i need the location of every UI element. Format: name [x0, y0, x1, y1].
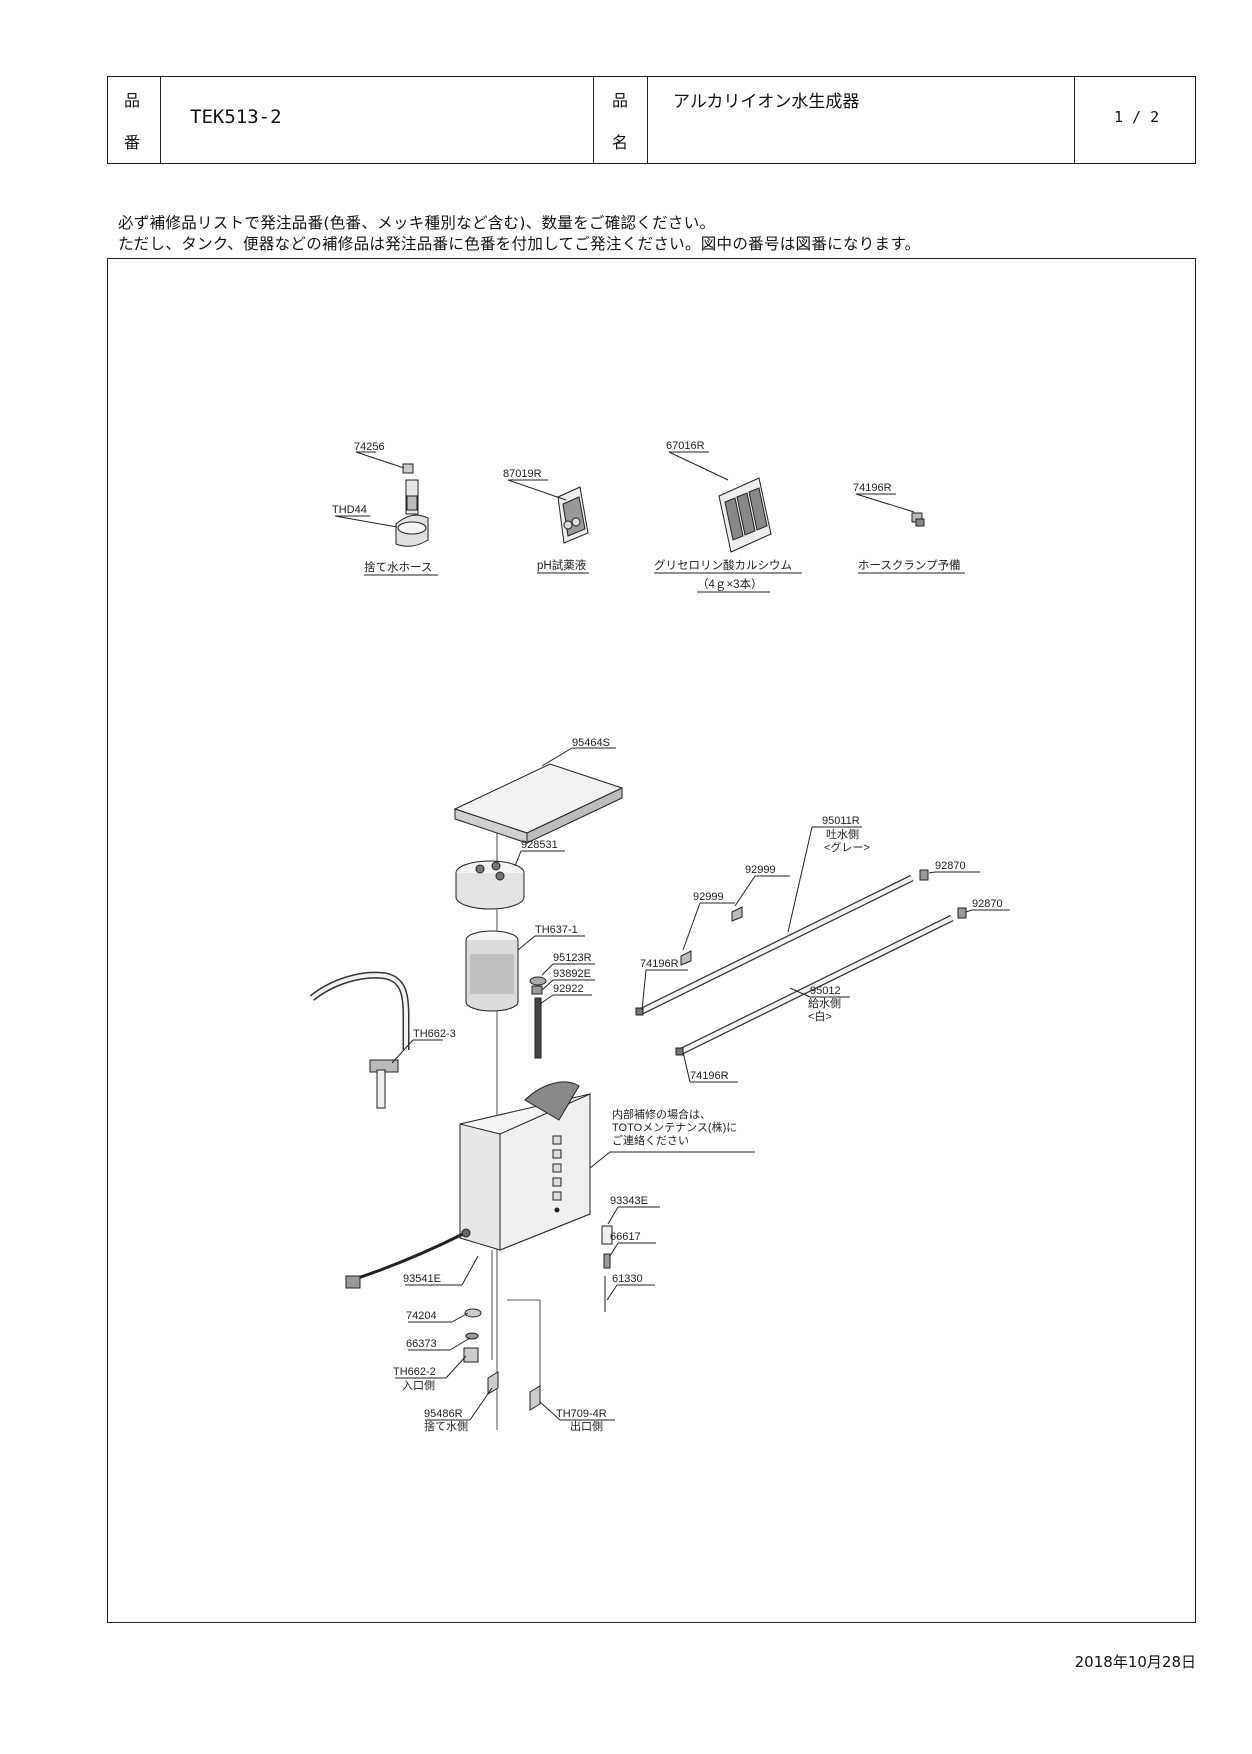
cartridge-drawing — [465, 930, 519, 1012]
part-label: 95012 — [810, 985, 841, 997]
title-block: 品 番 TEK513-2 品 名 アルカリイオン水生成器 1 / 2 — [107, 76, 1196, 164]
caption-internal-repair: ご連絡ください — [612, 1133, 689, 1147]
caption-waste-hose: 捨て水ホース — [364, 560, 432, 574]
caption-gray: <グレー> — [824, 840, 870, 854]
caption-calcium: グリセロリン酸カルシウム — [654, 558, 792, 572]
part-label: TH662-2 — [393, 1366, 436, 1378]
power-cord-drawing — [345, 1228, 471, 1289]
part-label: 95011R — [822, 815, 860, 827]
part-label: 92999 — [745, 864, 776, 876]
part-label: 92999 — [693, 891, 724, 903]
part-label: 87019R — [503, 468, 542, 480]
divider — [647, 77, 648, 163]
hose-clamp-drawing — [911, 512, 925, 527]
caption-waste-side: 捨て水側 — [424, 1419, 468, 1433]
ph-reagent-drawing — [557, 486, 589, 544]
caption-ph-reagent: pH試薬液 — [537, 558, 587, 572]
caption-calcium-qty: （4ｇ×3本） — [697, 577, 763, 591]
part-label: 67016R — [666, 440, 705, 452]
part-label: 93541E — [403, 1273, 441, 1285]
product-name: アルカリイオン水生成器 — [673, 92, 860, 112]
waste-hose-drawing — [395, 463, 429, 547]
calcium-tablet-drawing — [718, 477, 772, 553]
part-label: 74204 — [406, 1310, 437, 1322]
top-lid-drawing — [453, 763, 624, 844]
part-label: TH662-3 — [413, 1028, 456, 1040]
hose-pair-drawing — [635, 869, 967, 1056]
faucet-drawing — [309, 971, 410, 1109]
name-label: 名 — [612, 133, 629, 152]
part-label: 74196R — [853, 482, 892, 494]
part-no-label: 番 — [124, 133, 141, 152]
part-label: 92922 — [553, 983, 584, 995]
notice-line-2: ただし、タンク、便器などの補修品は発注品番に色番を付加してご発注ください。図中の… — [118, 235, 921, 253]
divider — [1074, 77, 1075, 163]
part-label: TH637-1 — [535, 924, 578, 936]
part-label: 95486R — [424, 1408, 463, 1420]
page-number: 1 / 2 — [1114, 108, 1160, 126]
part-label: TH709-4R — [556, 1408, 607, 1420]
valve-stem-drawing — [529, 976, 547, 1059]
caption-outlet-side: 出口側 — [570, 1419, 603, 1433]
part-label: 74196R — [690, 1070, 729, 1082]
issue-date: 2018年10月28日 — [1074, 1653, 1196, 1671]
caption-internal-repair: TOTOメンテナンス(株)に — [612, 1120, 737, 1134]
part-label: 92870 — [972, 898, 1003, 910]
caption-white: <白> — [808, 1009, 832, 1023]
notice-line-1: 必ず補修品リストで発注品番(色番、メッキ種別など含む)、数量をご確認ください。 — [118, 214, 716, 232]
part-label: 93892E — [553, 968, 591, 980]
caption-discharge-side: 吐水側 — [826, 828, 859, 841]
part-label: 93343E — [610, 1195, 648, 1207]
part-label: 95123R — [553, 952, 592, 964]
caption-inlet-side: 入口側 — [402, 1379, 435, 1392]
caption-supply-side: 給水側 — [808, 996, 841, 1010]
filter-cap-drawing — [455, 860, 525, 910]
part-label: 66373 — [406, 1338, 437, 1350]
part-label: 928531 — [521, 839, 558, 851]
part-no-label: 品 — [124, 91, 141, 110]
main-body-drawing — [459, 1081, 591, 1251]
part-label: 74256 — [354, 441, 385, 453]
name-label: 品 — [612, 91, 629, 110]
part-label: THD44 — [332, 504, 367, 516]
part-label: 66617 — [610, 1231, 641, 1243]
diagram-frame — [107, 258, 1196, 1623]
part-label: 95464S — [572, 737, 610, 749]
caption-clamp-spare: ホースクランプ予備 — [858, 558, 961, 572]
divider — [593, 77, 594, 163]
part-label: 61330 — [612, 1273, 643, 1285]
divider — [160, 77, 161, 163]
part-number: TEK513-2 — [190, 106, 282, 128]
caption-internal-repair: 内部補修の場合は、 — [612, 1107, 711, 1121]
part-label: 92870 — [935, 860, 966, 872]
part-label: 74196R — [640, 958, 679, 970]
